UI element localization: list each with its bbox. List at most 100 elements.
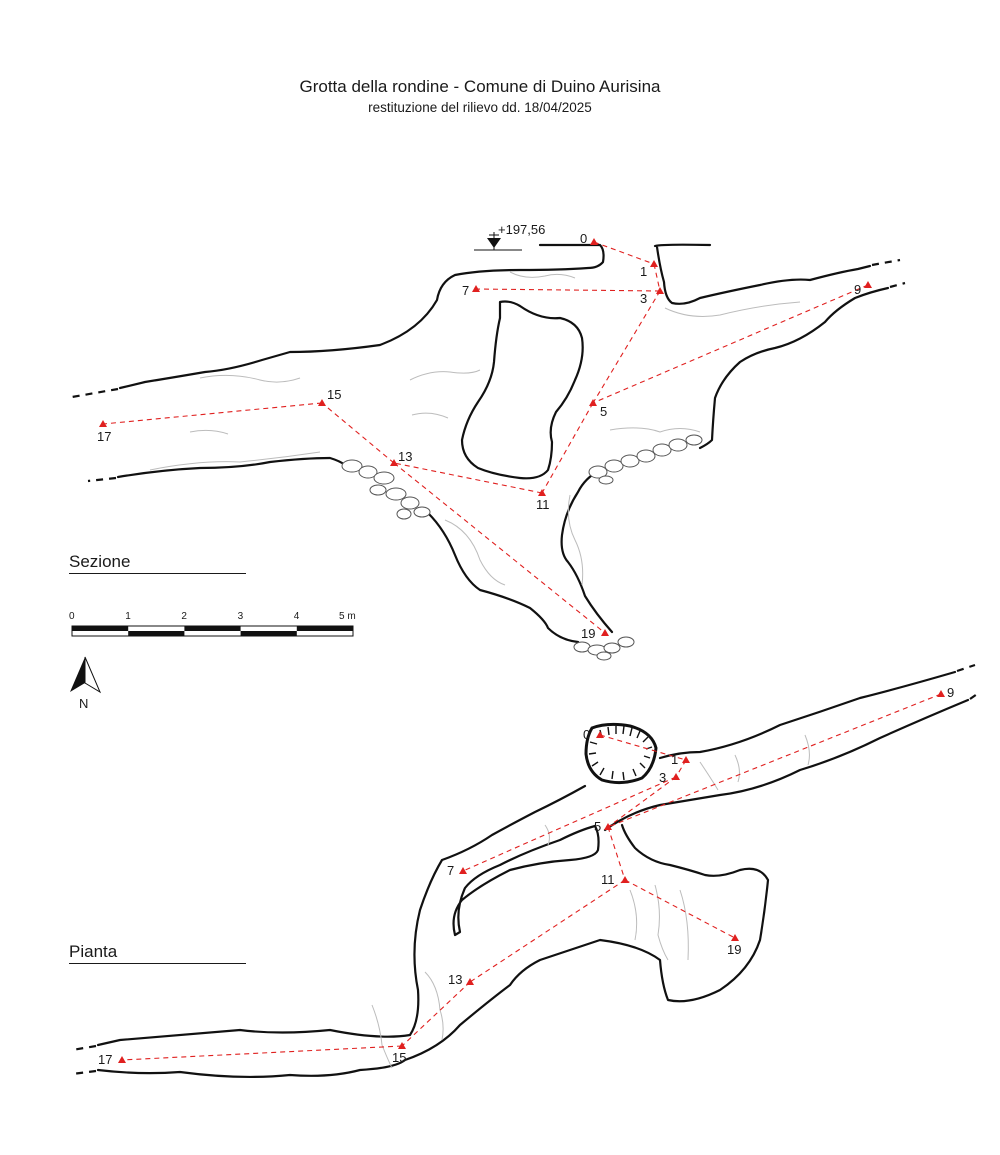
- plan-wall-dash-top: [956, 663, 976, 673]
- section-leg-0-1: [593, 241, 655, 265]
- section-station-label-19: 19: [581, 626, 595, 641]
- section-leg-5-11: [541, 402, 594, 494]
- plan-wall-dash-left-upper: [71, 1044, 97, 1052]
- plan-station-marker-9: [937, 690, 945, 697]
- section-wall-entrance-left: [118, 243, 605, 390]
- plan-wall-left-lower: [96, 823, 770, 1079]
- section-station-label-0: 0: [580, 231, 587, 246]
- section-wall-lower-left: [116, 456, 347, 479]
- map-title: Grotta della rondine - Comune di Duino A…: [299, 77, 661, 96]
- plan-detail-8: [371, 1004, 393, 1069]
- section-leg-13-19: [393, 462, 606, 634]
- section-detail-6: [149, 451, 321, 471]
- section-pillar: [460, 300, 584, 480]
- section-station-marker-3: [656, 287, 664, 294]
- plan-wall-outer-top: [658, 670, 957, 760]
- section-station-marker-19: [601, 629, 609, 636]
- plan-detail-4: [629, 889, 638, 941]
- plan-station-label-15: 15: [392, 1050, 406, 1065]
- plan-view-underline: [69, 963, 246, 964]
- section-station-marker-9: [864, 281, 872, 288]
- section-station-label-7: 7: [462, 283, 469, 298]
- plan-station-label-3: 3: [659, 770, 666, 785]
- plan-detail-7: [424, 971, 444, 1041]
- plan-leg-3-7: [462, 776, 677, 872]
- section-station-marker-5: [589, 399, 597, 406]
- plan-leg-9-5: [607, 693, 942, 828]
- plan-station-label-17: 17: [98, 1052, 112, 1067]
- plan-wall-dash-left-lower: [71, 1069, 97, 1076]
- section-leg-3-5: [592, 290, 661, 404]
- plan-entrance-shaft: [584, 722, 658, 785]
- plan-detail-2: [804, 734, 810, 766]
- scale-tick-0: 0: [69, 611, 75, 622]
- section-station-marker-1: [650, 260, 658, 267]
- section-station-marker-13: [390, 459, 398, 466]
- section-view-label: Sezione: [69, 552, 131, 571]
- scale-tick-3: 3: [238, 611, 244, 622]
- plan-station-marker-19: [731, 934, 739, 941]
- plan-leg-5-11: [607, 826, 626, 881]
- plan-station-marker-17: [118, 1056, 126, 1063]
- section-station-label-3: 3: [640, 291, 647, 306]
- plan-station-label-19: 19: [727, 942, 741, 957]
- section-station-marker-17: [99, 420, 107, 427]
- section-wall-dash-upper-left: [71, 387, 119, 399]
- plan-station-label-11: 11: [601, 872, 615, 887]
- elevation-value: +197,56: [498, 222, 545, 237]
- section-survey-legs: [102, 241, 869, 634]
- plan-station-marker-11: [621, 876, 629, 883]
- plan-wall-left-passage: [96, 784, 587, 1047]
- plan-survey-legs: [121, 693, 942, 1061]
- plan-station-marker-13: [466, 978, 474, 985]
- section-detail-7: [609, 427, 701, 433]
- scale-tick-2: 2: [181, 611, 187, 622]
- section-boulders-left: [341, 459, 431, 520]
- section-leg-15-17: [102, 402, 323, 425]
- plan-detail-6: [679, 889, 689, 961]
- section-detail-2: [409, 369, 481, 381]
- section-wall-entrance-right: [653, 243, 872, 305]
- plan-station-marker-0: [596, 731, 604, 738]
- plan-wall-outer-right: [603, 698, 970, 832]
- section-leg-3-7: [475, 288, 661, 292]
- section-wall-shaft-right: [560, 468, 614, 634]
- plan-detail-1: [734, 754, 740, 783]
- section-leg-11-13: [393, 462, 543, 494]
- section-station-marker-0: [590, 238, 598, 245]
- plan-station-label-7: 7: [447, 863, 454, 878]
- section-station-label-17: 17: [97, 429, 111, 444]
- section-station-label-1: 1: [640, 264, 647, 279]
- section-detail-1: [509, 271, 576, 279]
- plan-station-label-0: 0: [583, 727, 590, 742]
- plan-leg-15-17: [121, 1045, 403, 1061]
- section-leg-13-15: [321, 402, 395, 464]
- plan-station-label-1: 1: [671, 752, 678, 767]
- plan-station-marker-3: [672, 773, 680, 780]
- scale-tick-1: 1: [125, 611, 131, 622]
- section-boulders-bottom: [573, 636, 635, 661]
- plan-view-label: Pianta: [69, 942, 118, 961]
- section-wall-dash-lower-left: [87, 476, 117, 483]
- plan-station-marker-1: [682, 756, 690, 763]
- section-wall-dash-upper-right: [871, 258, 901, 267]
- plan-station-label-13: 13: [448, 972, 462, 987]
- plan-station-label-9: 9: [947, 685, 954, 700]
- section-station-label-9: 9: [854, 282, 861, 297]
- section-detail-10: [567, 494, 584, 586]
- section-wall-shaft-left: [426, 511, 580, 644]
- plan-station-marker-5: [604, 823, 612, 830]
- map-subtitle: restituzione del rilievo dd. 18/04/2025: [368, 100, 592, 115]
- plan-detail-5: [654, 884, 669, 961]
- section-detail-3: [411, 412, 449, 419]
- section-detail-4: [199, 374, 301, 383]
- scale-tick-5: 5 m: [339, 611, 356, 622]
- section-detail-9: [444, 519, 506, 586]
- section-station-marker-15: [318, 399, 326, 406]
- section-station-marker-11: [538, 489, 546, 496]
